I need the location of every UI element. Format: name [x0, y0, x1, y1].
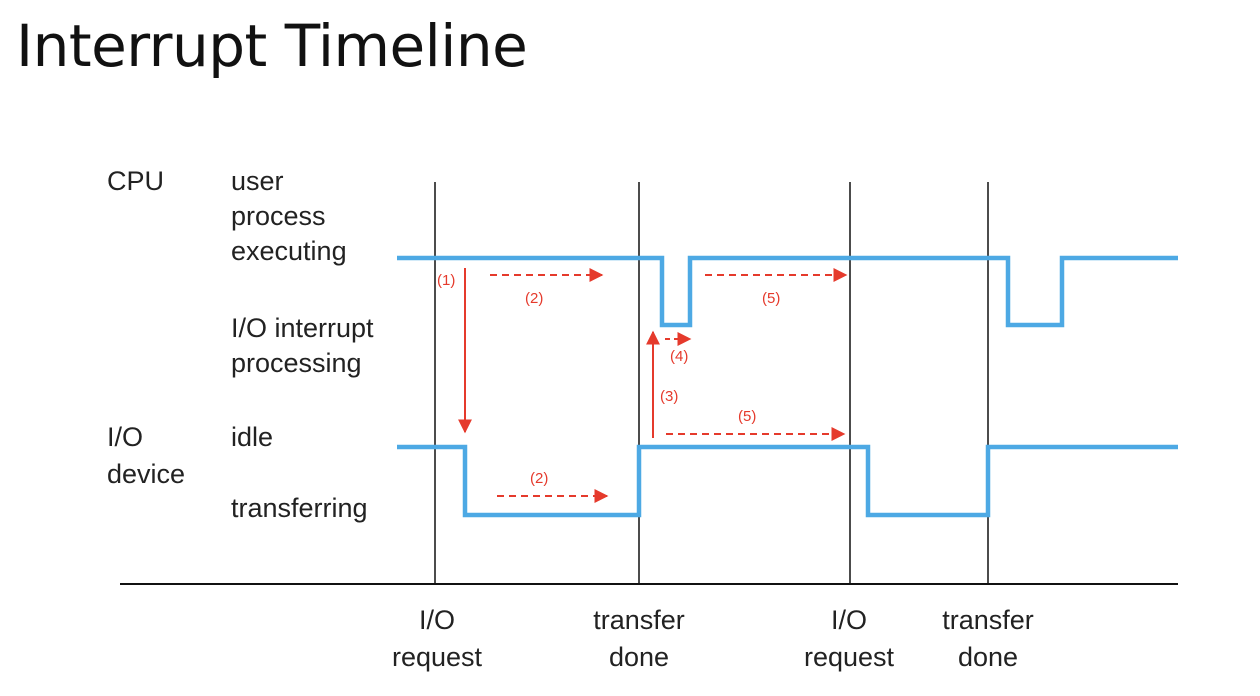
event-label-line2: request [392, 642, 483, 672]
event-label-line2: request [804, 642, 895, 672]
event-label-line1: I/O [831, 605, 867, 635]
io-device-signal-line [397, 444, 1178, 518]
state-idle-label: idle [231, 422, 273, 452]
annotation-4-label: (4) [670, 348, 688, 365]
annotation-5-cpu-label: (5) [762, 290, 780, 307]
state-executing-label: executing [231, 236, 347, 266]
annotation-5-io-label: (5) [738, 408, 756, 425]
state-transferring-label: transferring [231, 493, 368, 523]
cpu-signal-line [397, 255, 1178, 328]
event-label-line1: I/O [419, 605, 455, 635]
page-title: Interrupt Timeline [16, 12, 528, 80]
state-io-interrupt-label: I/O interrupt [231, 313, 374, 343]
device-label: device [107, 459, 185, 489]
annotation-2-cpu-label: (2) [525, 290, 543, 307]
state-user-label: user [231, 166, 284, 196]
io-label: I/O [107, 422, 143, 452]
state-processing-label: processing [231, 348, 362, 378]
annotation-1-label: (1) [437, 272, 455, 289]
state-process-label: process [231, 201, 326, 231]
annotation-3-label: (3) [660, 388, 678, 405]
cpu-label: CPU [107, 166, 164, 196]
event-label-line1: transfer [942, 605, 1034, 635]
event-label-line2: done [609, 642, 669, 672]
annotation-2-io-label: (2) [530, 470, 548, 487]
event-label-line1: transfer [593, 605, 685, 635]
event-label-line2: done [958, 642, 1018, 672]
